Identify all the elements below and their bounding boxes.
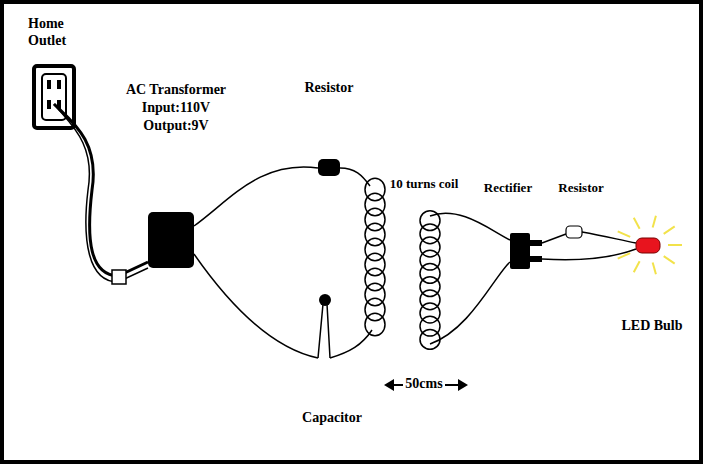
resistor-symbol xyxy=(318,159,340,176)
light-ray xyxy=(634,218,640,229)
outlet-label: Home Outlet xyxy=(28,16,82,50)
light-ray xyxy=(618,231,630,236)
light-ray xyxy=(653,216,656,228)
led-bulb xyxy=(636,238,660,253)
part-label: Resistor xyxy=(558,180,604,196)
power-cord xyxy=(54,104,148,276)
rectifier-symbol xyxy=(510,233,542,269)
plug xyxy=(112,270,126,284)
part-label: Rectifier xyxy=(484,180,532,196)
led-label: LED Bulb xyxy=(621,318,682,335)
part-label: Resistor xyxy=(305,80,354,97)
wire xyxy=(194,254,318,358)
transformer-label: AC Transformer xyxy=(126,82,226,99)
wire xyxy=(430,213,510,240)
wire xyxy=(542,249,636,260)
light-ray xyxy=(618,253,630,258)
coil-turn xyxy=(365,313,385,336)
ac-transformer xyxy=(148,212,194,268)
secondary-coil xyxy=(420,211,440,350)
transformer-input: Input:110V xyxy=(142,100,210,117)
light-rays xyxy=(618,216,682,274)
light-ray xyxy=(664,226,675,233)
dimension-label: 50cms xyxy=(403,376,444,393)
coil-label: 10 turns coil xyxy=(390,176,459,192)
light-ray xyxy=(653,263,656,275)
wire xyxy=(340,168,370,186)
primary-coil xyxy=(365,178,385,336)
light-ray xyxy=(668,244,682,246)
part-label: Capacitor xyxy=(302,410,362,427)
wire xyxy=(330,330,372,358)
transformer-output: Output:9V xyxy=(143,118,208,135)
light-ray xyxy=(634,261,640,272)
wire xyxy=(430,262,510,344)
coil-turn xyxy=(420,330,440,350)
wire xyxy=(542,234,566,243)
power-cord xyxy=(54,104,148,282)
wire xyxy=(194,167,318,226)
light-ray xyxy=(664,256,675,263)
wire xyxy=(582,232,636,243)
capacitor-symbol xyxy=(318,294,331,358)
resistor-symbol xyxy=(566,226,582,238)
